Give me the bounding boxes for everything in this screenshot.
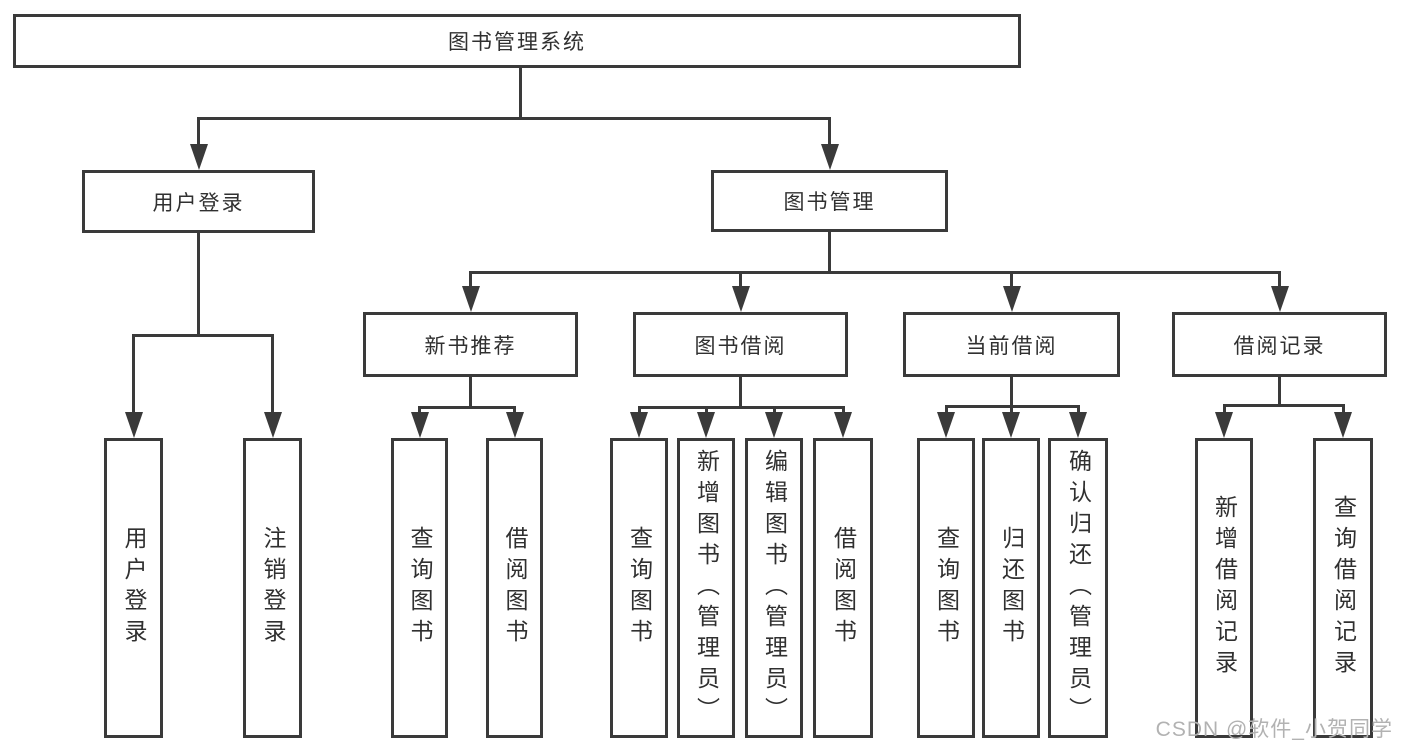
- edge-line: [1222, 405, 1226, 418]
- arrowhead-icon: [1270, 286, 1289, 312]
- node-label: 查询图书: [407, 526, 433, 650]
- arrowhead-icon: [410, 412, 429, 438]
- arrowhead-icon: [1002, 286, 1021, 312]
- edge-line: [1010, 272, 1013, 292]
- edge-line: [271, 335, 274, 418]
- node-cb-return: 归还图书: [982, 438, 1040, 738]
- node-label: 新增借阅记录: [1211, 495, 1238, 681]
- node-label: 用户登录: [152, 191, 245, 215]
- node-label: 确认归还（管理员）: [1065, 448, 1092, 728]
- node-label: 借阅图书: [830, 526, 857, 650]
- edge-line: [132, 335, 135, 418]
- arrowhead-icon: [1215, 412, 1233, 438]
- arrowhead-icon: [820, 144, 839, 170]
- node-label: 查询借阅记录: [1330, 495, 1357, 681]
- node-br-add: 新增借阅记录: [1195, 438, 1253, 738]
- node-root: 图书管理系统: [13, 14, 1021, 68]
- edge-line: [739, 377, 742, 409]
- edge-line: [828, 232, 831, 274]
- arrowhead-icon: [189, 144, 208, 170]
- edge-line: [197, 116, 831, 120]
- edge-line: [518, 68, 522, 120]
- edge-line: [469, 377, 472, 409]
- node-bb-add: 新增图书（管理员）: [677, 438, 735, 738]
- arrowhead-icon: [731, 286, 750, 312]
- arrowhead-icon: [505, 412, 524, 438]
- node-label: 图书管理系统: [448, 31, 586, 54]
- edge-line: [197, 118, 200, 150]
- node-logout: 注销登录: [243, 438, 302, 738]
- node-bb-borrow: 借阅图书: [813, 438, 873, 738]
- watermark: CSDN @软件_小贺同学: [1155, 718, 1393, 741]
- arrowhead-icon: [765, 412, 783, 438]
- node-label: 借阅图书: [502, 526, 528, 650]
- edge-line: [1341, 405, 1345, 418]
- edge-line: [739, 272, 742, 292]
- node-label: 用户登录: [121, 526, 147, 650]
- arrowhead-icon: [937, 412, 955, 438]
- node-cb-query: 查询图书: [917, 438, 975, 738]
- arrowhead-icon: [1002, 412, 1020, 438]
- node-br-query: 查询借阅记录: [1313, 438, 1373, 738]
- node-label: 查询图书: [626, 526, 653, 650]
- node-bb-edit: 编辑图书（管理员）: [745, 438, 803, 738]
- node-user-login: 用户登录: [82, 170, 315, 233]
- node-label: 图书借阅: [694, 334, 787, 358]
- node-label: 图书管理: [783, 191, 876, 214]
- node-bb-query: 查询图书: [610, 438, 668, 738]
- node-book-mgmt: 图书管理: [711, 170, 948, 232]
- arrowhead-icon: [630, 412, 648, 438]
- node-label: 注销登录: [260, 526, 286, 650]
- node-book-borrow: 图书借阅: [633, 312, 848, 377]
- edge-line: [1010, 377, 1013, 408]
- node-current-borrow: 当前借阅: [903, 312, 1120, 377]
- arrowhead-icon: [697, 412, 715, 438]
- arrowhead-icon: [1334, 412, 1352, 438]
- node-label: 新增图书（管理员）: [693, 448, 720, 728]
- node-label: 归还图书: [998, 526, 1025, 650]
- node-nb-query: 查询图书: [391, 438, 448, 738]
- node-login: 用户登录: [104, 438, 163, 738]
- node-label: 当前借阅: [965, 334, 1058, 358]
- arrowhead-icon: [834, 412, 852, 438]
- node-label: 新书推荐: [424, 334, 517, 358]
- edge-line: [469, 270, 1281, 274]
- edge-line: [637, 405, 845, 409]
- node-cb-confirm: 确认归还（管理员）: [1048, 438, 1108, 738]
- edge-line: [1278, 377, 1281, 407]
- node-label: 编辑图书（管理员）: [761, 448, 788, 728]
- node-label: 查询图书: [933, 526, 960, 650]
- edge-line: [132, 333, 274, 337]
- node-label: 借阅记录: [1233, 334, 1326, 358]
- edge-line: [828, 118, 831, 150]
- arrowhead-icon: [461, 286, 480, 312]
- node-borrow-records: 借阅记录: [1172, 312, 1387, 377]
- arrowhead-icon: [124, 412, 143, 438]
- edge-line: [469, 272, 472, 292]
- node-new-books: 新书推荐: [363, 312, 578, 377]
- edge-line: [1278, 272, 1281, 292]
- edge-line: [418, 405, 516, 409]
- arrowhead-icon: [1069, 412, 1087, 438]
- edge-line: [1222, 403, 1345, 407]
- edge-line: [197, 233, 200, 337]
- node-nb-borrow: 借阅图书: [486, 438, 543, 738]
- arrowhead-icon: [263, 412, 282, 438]
